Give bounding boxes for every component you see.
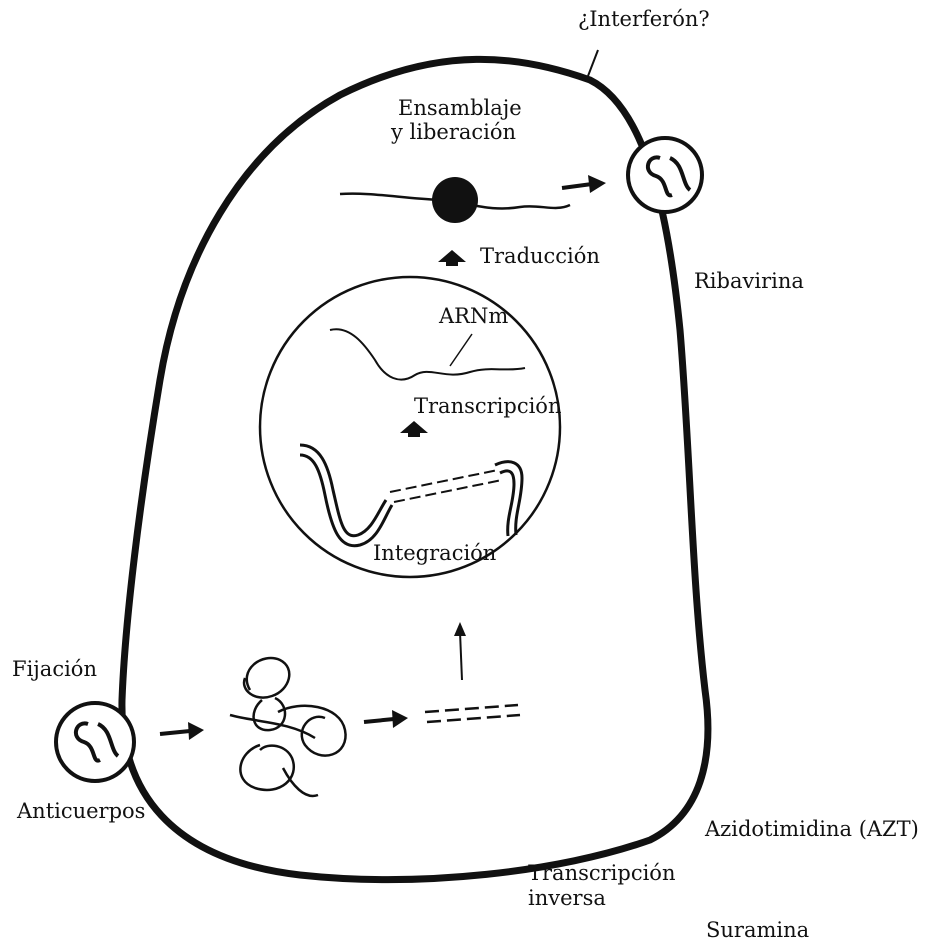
traduccion-arrow — [438, 250, 466, 266]
arnm-pointer — [450, 334, 472, 366]
interferon-label: ¿Interferón? — [578, 6, 710, 32]
release-arrow — [562, 175, 606, 193]
liberacion-label: y liberación — [391, 119, 516, 145]
suramina-label: Suramina — [706, 917, 809, 943]
inversa-label: inversa — [528, 885, 606, 911]
rt-arrow — [364, 710, 408, 728]
attaching-virion — [56, 703, 134, 781]
transcripcion-arrow — [400, 421, 428, 437]
anticuerpos-label: Anticuerpos — [17, 798, 145, 824]
fijacion-label: Fijación — [12, 656, 97, 682]
traduccion-label: Traducción — [480, 243, 600, 269]
ensamblaje-label: Ensamblaje — [398, 95, 522, 121]
transcripcion-label: Transcripción — [414, 393, 561, 419]
ribosome — [432, 177, 478, 223]
arnm-label: ARNm — [439, 303, 508, 329]
interferon-pointer — [588, 50, 598, 76]
azt-label: Azidotimidina (AZT) — [705, 816, 919, 842]
host-dna-left — [300, 445, 392, 546]
mrna-strand — [330, 329, 525, 379]
upward-arrow — [454, 622, 466, 680]
integracion-label: Integración — [373, 540, 496, 566]
ribavirina-label: Ribavirina — [694, 268, 804, 294]
host-dna-right — [495, 462, 522, 536]
transcripcion-inversa-label: Transcripción — [528, 860, 675, 886]
cdna-dashes — [425, 705, 520, 722]
exiting-virion — [628, 138, 702, 212]
integration-dashes — [390, 470, 502, 502]
cell-membrane — [122, 59, 708, 879]
entry-arrow — [160, 722, 204, 740]
viral-rna-tangle — [230, 658, 346, 796]
